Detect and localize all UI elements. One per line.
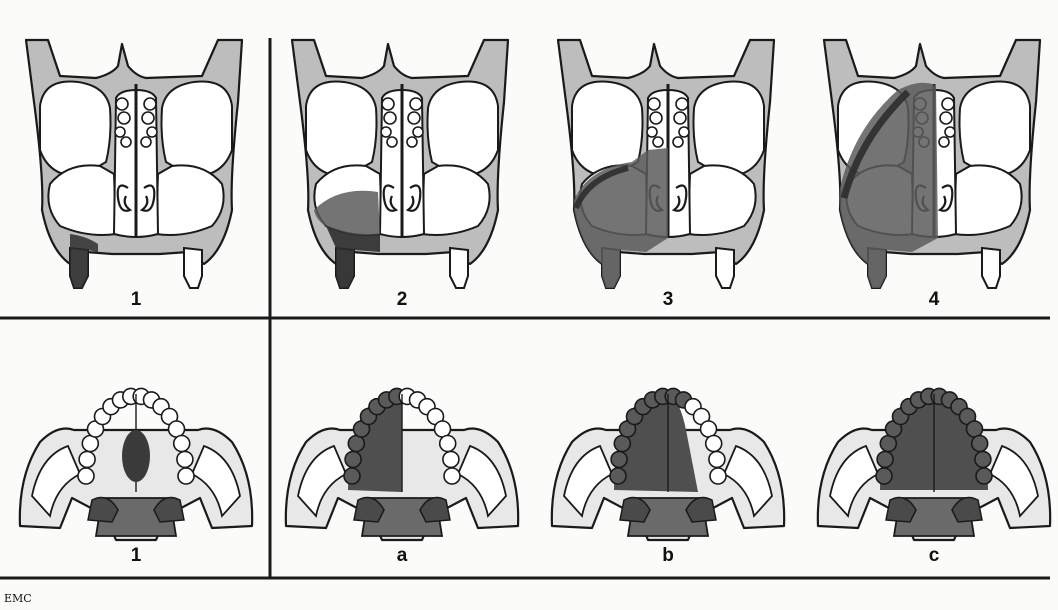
lesion-stage-1	[70, 234, 98, 288]
tooth	[972, 436, 988, 452]
label-bottom-c: c	[929, 545, 940, 566]
tooth	[174, 436, 190, 452]
tooth	[614, 436, 630, 452]
tooth	[348, 436, 364, 452]
tooth	[440, 436, 456, 452]
tooth	[169, 421, 185, 437]
tooth	[345, 451, 361, 467]
coronal-panel-1	[26, 40, 242, 288]
tooth	[880, 436, 896, 452]
axial-panel-1	[20, 388, 252, 540]
tooth	[435, 421, 451, 437]
tooth	[78, 468, 94, 484]
tooth	[82, 436, 98, 452]
label-top-4: 4	[929, 289, 940, 310]
tooth	[709, 451, 725, 467]
label-bottom-a: a	[397, 545, 408, 566]
tooth	[344, 468, 360, 484]
tooth	[178, 468, 194, 484]
tooth	[610, 468, 626, 484]
axial-panel-b	[552, 388, 784, 540]
tooth	[976, 468, 992, 484]
tooth	[701, 421, 717, 437]
axial-panel-a	[286, 388, 518, 540]
tooth	[975, 451, 991, 467]
tooth	[443, 451, 459, 467]
label-top-2: 2	[397, 289, 408, 310]
publisher-logo: EMC	[4, 592, 32, 605]
label-top-1: 1	[131, 289, 142, 310]
tooth	[706, 436, 722, 452]
coronal-panel-3	[558, 40, 774, 288]
tooth	[710, 468, 726, 484]
tooth	[876, 468, 892, 484]
tooth	[177, 451, 193, 467]
tooth	[967, 421, 983, 437]
coronal-panel-2	[292, 40, 508, 288]
tooth	[877, 451, 893, 467]
coronal-panel-4	[824, 40, 1040, 288]
tooth	[611, 451, 627, 467]
label-bottom-b: b	[662, 545, 674, 566]
lesion-palate-central	[122, 430, 150, 482]
label-top-3: 3	[663, 289, 674, 310]
label-bottom-1: 1	[131, 545, 142, 566]
tooth	[79, 451, 95, 467]
tooth	[444, 468, 460, 484]
axial-panel-c	[818, 388, 1050, 540]
